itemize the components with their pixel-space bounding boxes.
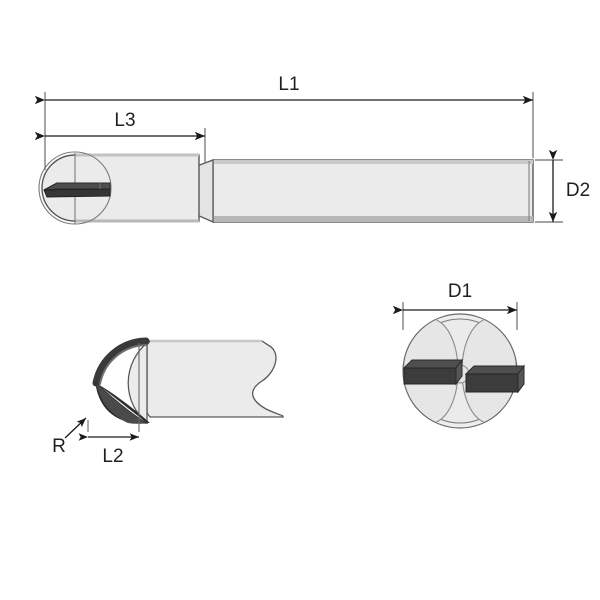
dimension-R: R xyxy=(52,417,87,457)
detail-center-line xyxy=(87,343,140,432)
cutting-insert-side xyxy=(43,182,111,198)
dimension-label-D1: D1 xyxy=(448,281,472,302)
detail-view-group: L2 R xyxy=(52,337,284,467)
dimension-L3: L3 xyxy=(34,110,206,163)
detail-body xyxy=(146,339,284,418)
dimension-label-L1: L1 xyxy=(278,74,299,95)
end-view-insert-right xyxy=(464,364,525,394)
shank-body xyxy=(212,159,534,223)
detail-ball-body xyxy=(127,341,148,425)
side-view-group: L1 L3 D2 xyxy=(34,74,590,225)
dimension-L2: L2 xyxy=(78,433,140,467)
cutting-head-body xyxy=(41,153,200,223)
dimension-L1: L1 xyxy=(34,74,534,170)
dimension-D1: D1 xyxy=(392,281,518,330)
end-view-insert-left xyxy=(402,358,463,386)
end-view-group: D1 xyxy=(392,281,525,429)
dimension-label-L3: L3 xyxy=(114,110,135,131)
dimension-label-L2: L2 xyxy=(102,446,123,467)
detail-cutting-face xyxy=(95,381,150,424)
dimension-D2: D2 xyxy=(535,149,590,223)
dimension-label-R: R xyxy=(52,436,66,457)
dimension-label-D2: D2 xyxy=(566,180,590,201)
